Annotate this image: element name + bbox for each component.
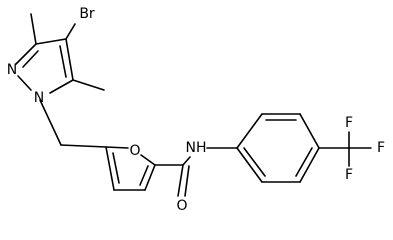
molecule-canvas: Br N N O NH O F F F <box>7 6 385 214</box>
atom-f-top: F <box>345 115 353 131</box>
structure-drawing: Br N N O NH O F F F <box>7 6 385 214</box>
bond-ph4-ph5-double <box>295 147 313 177</box>
bond-ph1-ph2 <box>236 113 263 149</box>
bond-carbonyl-o <box>177 164 184 197</box>
bond-n1-n2 <box>17 75 32 91</box>
bond-n2-c3 <box>15 43 37 65</box>
bond-n1-ch2 <box>39 99 62 146</box>
bond-c3-c4 <box>35 38 67 45</box>
atom-f-bottom: F <box>345 167 353 183</box>
bond-f5-o <box>105 146 129 149</box>
bond-f2-f3-double <box>139 165 149 186</box>
bond-c4-c5-double <box>59 45 67 78</box>
bond-c5-n1 <box>49 79 74 94</box>
bond-n2-c3-double <box>22 50 39 68</box>
bond-ph6-ph1-double <box>243 147 266 177</box>
atom-nh: NH <box>186 140 207 156</box>
atom-o-carbonyl: O <box>176 198 187 214</box>
bond-f4-f5 <box>105 146 115 191</box>
atom-br: Br <box>79 6 95 22</box>
bond-c3-methyl <box>30 13 37 45</box>
bond-ph3-ph4 <box>299 113 320 149</box>
bond-carbonyl-n <box>182 156 191 166</box>
bond-carbonyl-o-double <box>184 165 190 197</box>
atom-f-right: F <box>377 140 385 156</box>
bond-c4-c5 <box>65 38 74 81</box>
atom-n1: N <box>34 90 44 106</box>
atom-o-furan: O <box>129 143 140 159</box>
bond-ph4-ph5 <box>299 147 320 183</box>
bond-f4-f5-double <box>112 152 120 184</box>
bond-o-f2 <box>140 154 156 166</box>
atom-labels: Br N N O NH O F F F <box>7 6 385 214</box>
atom-n2: N <box>7 62 17 78</box>
bond-c4-br <box>65 23 76 40</box>
bond-f2-f3 <box>144 164 156 191</box>
bond-c5-methyl <box>72 79 105 91</box>
bond-ph6-ph1 <box>236 147 263 183</box>
bond-set <box>15 13 372 197</box>
bond-ch2-c5furan <box>60 144 107 148</box>
